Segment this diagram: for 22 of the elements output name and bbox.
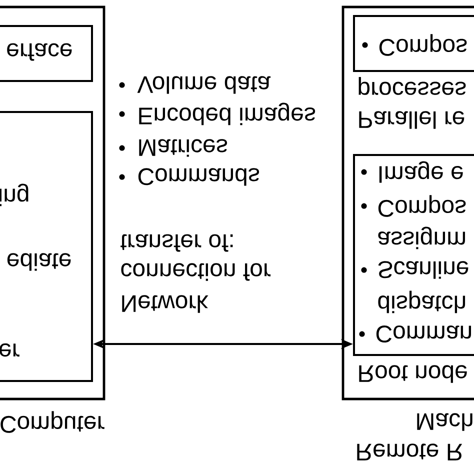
box-text: Compos	[379, 34, 467, 56]
note-text: transfer of:	[120, 234, 233, 252]
box-text: Computer	[0, 411, 104, 433]
box-text: Comman	[376, 326, 471, 342]
box-text: Root node	[359, 365, 467, 383]
box-text: Compos	[378, 195, 466, 217]
list-item: Volume data	[119, 76, 271, 94]
note-text: connection for	[121, 263, 271, 281]
box-text: Image e	[379, 161, 463, 183]
box-text: Scanline	[378, 261, 468, 279]
list-item: Commands	[119, 168, 260, 186]
box-text: dispatch	[378, 290, 466, 314]
box-text: erface	[7, 43, 72, 61]
box-text: ediate	[7, 253, 71, 271]
note-text: Network	[122, 295, 208, 313]
list-item: Encoded images	[119, 102, 316, 126]
box-text: Remote R	[357, 444, 462, 460]
box-text: Mach	[417, 413, 472, 431]
box-text: processes	[358, 77, 466, 95]
box-text: assignm	[378, 226, 465, 250]
list-item: Matrices	[119, 139, 227, 157]
box-text: Parallel re	[359, 111, 464, 129]
